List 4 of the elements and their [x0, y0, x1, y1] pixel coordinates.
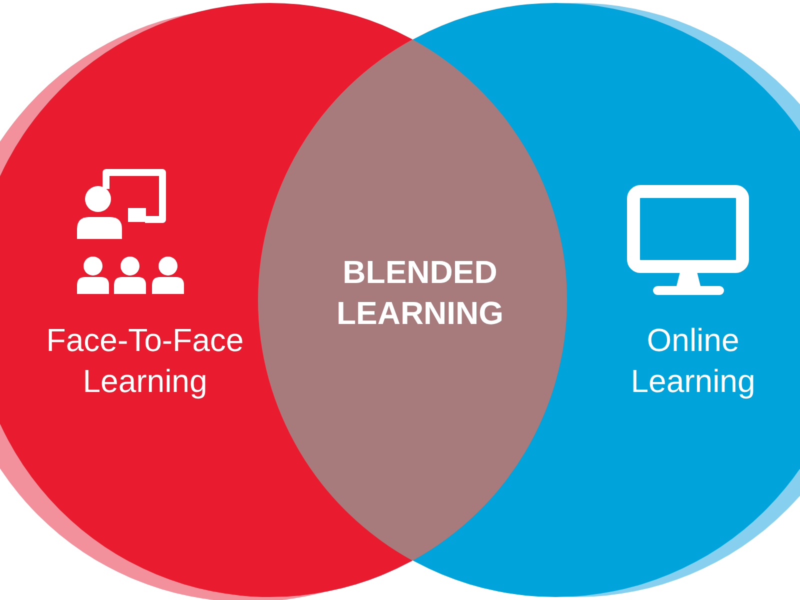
overlap-label: BLENDED LEARNING [335, 253, 505, 333]
circle-label: Online Learning [630, 321, 756, 401]
circle-label: Face-To-Face Learning [45, 321, 245, 401]
overlap-region [258, 39, 567, 561]
